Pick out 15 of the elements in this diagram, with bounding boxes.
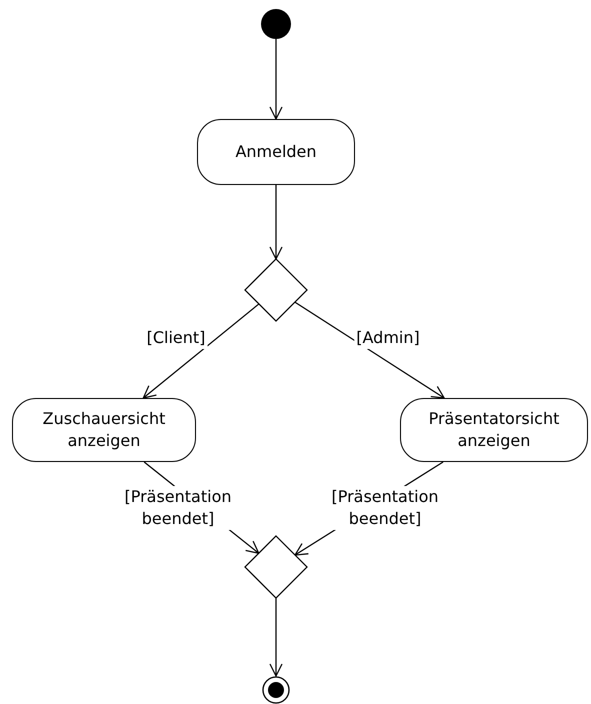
arrow [294,302,445,399]
action-label: Präsentatorsicht anzeigen [428,408,560,452]
decision-diamond [245,536,307,598]
action-box [400,398,588,462]
action-box [197,119,355,185]
arrow [269,598,283,677]
final-node [262,676,290,704]
arrow [142,303,260,399]
action-box [12,398,196,462]
initial-node [261,9,291,39]
decision-diamond [245,259,307,321]
action-label: Anmelden [235,141,317,163]
action-label: Zuschauersicht anzeigen [42,408,166,452]
arrow [269,185,283,260]
arrow [269,39,283,120]
